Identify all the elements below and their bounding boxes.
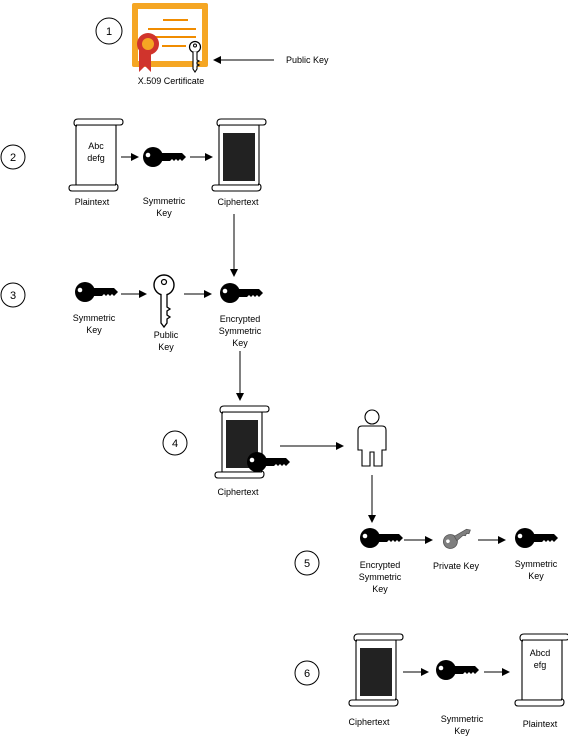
encrypted-symmetric-key-icon xyxy=(220,283,263,303)
step-number: 3 xyxy=(10,290,16,302)
ciphertext-label: Ciphertext xyxy=(217,197,259,207)
encrypted-key-label-line2: Symmetric xyxy=(219,326,262,336)
plaintext-content-line2: defg xyxy=(87,153,105,163)
step-number: 4 xyxy=(172,438,178,450)
step-5: 5 Encrypted Symmetric Key Private Key Sy… xyxy=(294,523,558,594)
public-key-label: Public Key xyxy=(286,55,329,65)
encrypted-symmetric-key-icon xyxy=(360,528,403,548)
step-number: 5 xyxy=(304,558,310,570)
symmetric-key-label-line2: Key xyxy=(86,325,102,335)
public-key-label-line1: Public xyxy=(154,330,179,340)
symmetric-key-label-line2: Key xyxy=(454,726,470,736)
public-key-label-line2: Key xyxy=(158,342,174,352)
step-4: 4 Ciphertext xyxy=(162,405,387,523)
symmetric-key-label-line1: Symmetric xyxy=(441,714,484,724)
encrypted-key-label-line1: Encrypted xyxy=(360,560,401,570)
symmetric-key-label-line2: Key xyxy=(156,208,172,218)
public-key-icon xyxy=(153,274,175,328)
recipient-person-icon xyxy=(357,409,387,467)
plaintext-scroll-icon xyxy=(514,633,568,707)
encrypted-key-label-line3: Key xyxy=(372,584,388,594)
plaintext-content-line2: efg xyxy=(534,660,547,670)
symmetric-key-icon xyxy=(436,660,479,680)
encrypted-key-label-line3: Key xyxy=(232,338,248,348)
private-key-label: Private Key xyxy=(433,561,480,571)
step-number: 2 xyxy=(10,152,16,164)
seal-icon xyxy=(137,33,159,72)
public-key-icon xyxy=(188,40,202,73)
encrypted-key-overlay-icon xyxy=(247,452,290,472)
private-key-icon xyxy=(440,523,475,552)
symmetric-key-label-line1: Symmetric xyxy=(515,559,558,569)
symmetric-key-icon xyxy=(143,147,186,167)
ciphertext-block xyxy=(360,648,392,696)
step-number-circle xyxy=(95,17,123,45)
symmetric-key-icon xyxy=(515,528,558,548)
plaintext-content-line1: Abcd xyxy=(530,648,551,658)
symmetric-key-label-line1: Symmetric xyxy=(73,313,116,323)
ciphertext-scroll-icon xyxy=(348,633,404,707)
step-6: 6 Ciphertext Symmetric Key Abcd efg Plai… xyxy=(294,633,568,736)
symmetric-key-label-line1: Symmetric xyxy=(143,196,186,206)
plaintext-label: Plaintext xyxy=(523,719,558,729)
symmetric-key-icon xyxy=(75,282,118,302)
plaintext-content-line1: Abc xyxy=(88,141,104,151)
certificate-icon xyxy=(132,3,208,72)
ciphertext-label: Ciphertext xyxy=(348,717,390,727)
plaintext-label: Plaintext xyxy=(75,197,110,207)
step-2: 2 Abc defg Plaintext Symmetric Key Ciphe… xyxy=(0,118,267,277)
step-1: 1 X.509 Certificate Public Key xyxy=(95,3,329,86)
ciphertext-label: Ciphertext xyxy=(217,487,259,497)
encrypted-key-label-line1: Encrypted xyxy=(220,314,261,324)
step-number: 1 xyxy=(106,26,112,38)
symmetric-key-label-line2: Key xyxy=(528,571,544,581)
certificate-caption: X.509 Certificate xyxy=(138,76,205,86)
ciphertext-block xyxy=(223,133,255,181)
encrypted-key-label-line2: Symmetric xyxy=(359,572,402,582)
step-number: 6 xyxy=(304,668,310,680)
ciphertext-scroll-icon xyxy=(211,118,267,192)
step-3: 3 Symmetric Key Public Key Encrypted Sym… xyxy=(0,274,263,401)
